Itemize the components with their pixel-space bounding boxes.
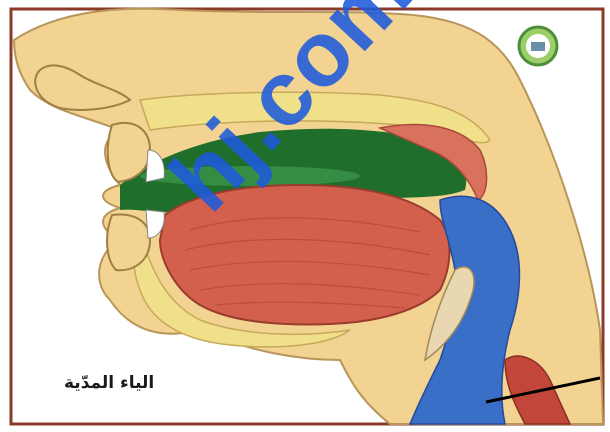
caption-label: الياء المدّية [64,373,154,393]
circular-seal-icon [517,25,559,67]
